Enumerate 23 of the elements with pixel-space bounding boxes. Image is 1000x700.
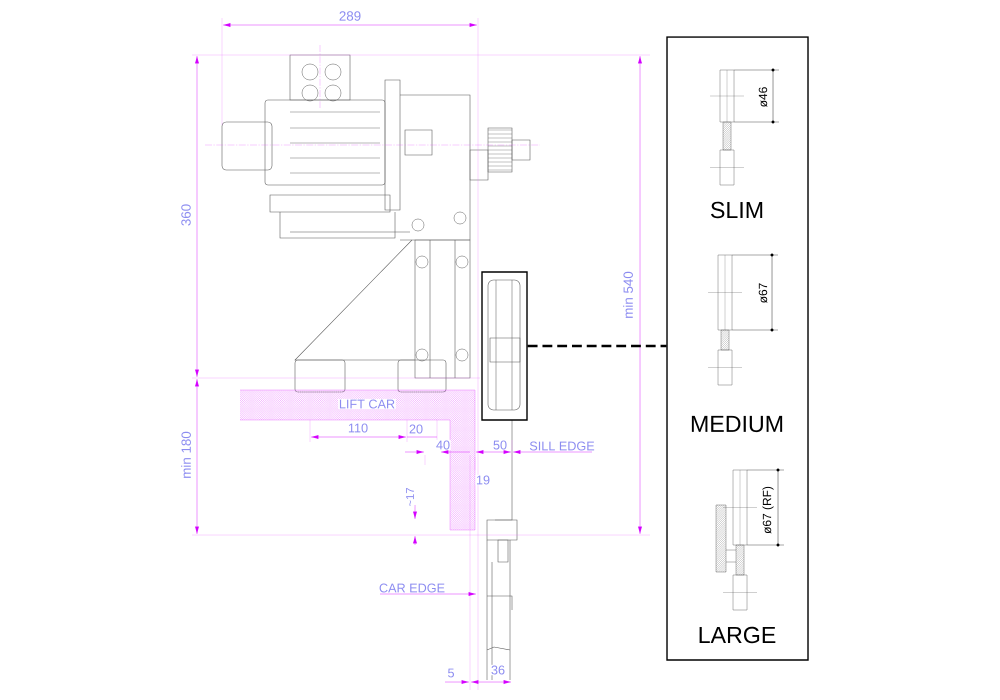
dimension-text: 110 [347,422,369,434]
size-label: LARGE [700,626,776,644]
highlight-box [481,271,528,421]
edge-label-text: CAR EDGE [378,582,446,594]
dimension-text: 360 [180,203,192,227]
size-label: SLIM [711,202,762,218]
dimension-text: 20 [408,424,424,434]
part-label: LIFT CAR [338,398,396,410]
size-label: MEDIUM [692,416,782,432]
edge-label-text: SILL EDGE [528,440,596,452]
dimension-text: min 180 [180,430,192,480]
dimension-label: ø46 [758,86,768,108]
dimension-text: 19 [475,474,491,486]
dimension-text: min 540 [622,270,634,320]
dimension-label: ø67 (RF) [762,485,774,535]
dimension-text: 40 [435,440,451,450]
dimension-text: 289 [338,10,362,22]
dimension-text: 50 [492,440,508,450]
dimension-label: ø67 [758,282,768,304]
dimension-text: 5 [446,668,456,678]
dashed-connector [528,344,666,348]
dimension-text: ~17 [405,486,415,508]
dimension-text: 36 [490,664,506,676]
